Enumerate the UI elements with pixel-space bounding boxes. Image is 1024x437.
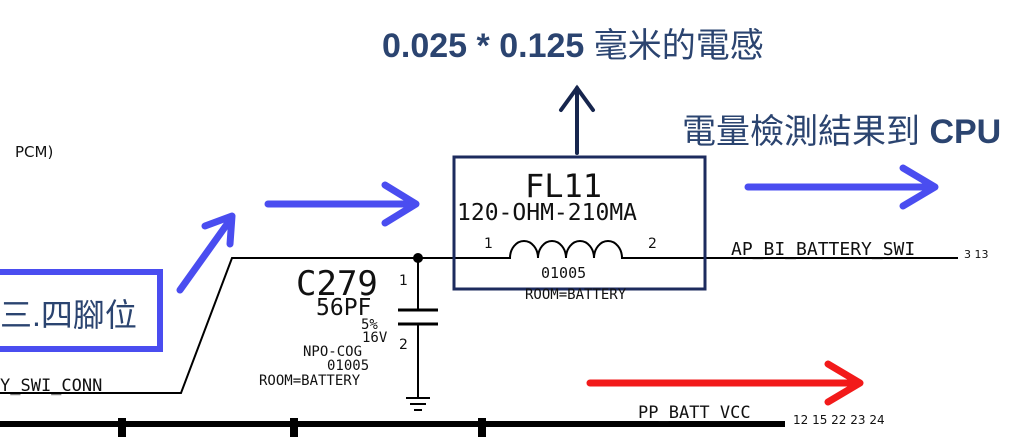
net-ap-bi: AP_BI_BATTERY_SWI [731,239,916,260]
pin-box [0,269,163,352]
arrow-blue-icon [176,212,236,294]
result-cpu: CPU [929,113,1002,151]
inductor-icon [455,240,704,259]
fl11-ref: FL11 [525,167,603,205]
fl11-pin1: 1 [484,236,493,252]
arrow-blue-right-1-icon [264,181,420,227]
c279-pin1: 1 [399,273,408,289]
net-pp-batt-pages: 12 15 22 23 24 [793,413,885,427]
result-annotation: 電量檢測結果到 CPU [682,104,1001,153]
arrow-blue-right-2-icon [744,164,939,210]
c279-tolerance: 5% [361,317,378,333]
net-pcm: PCM) [15,143,54,161]
net-pp-batt: PP_BATT_VCC [638,403,751,423]
fl11-package: 01005 [541,264,587,282]
title-value: 0.025 * 0.125 [382,27,585,65]
title-annotation: 0.025 * 0.125 毫米的電感 [382,18,764,67]
result-cjk: 電量檢測結果到 [682,113,920,151]
arrow-red-icon [586,360,864,406]
fl11-pin2: 2 [648,236,657,252]
fl11-highlight-box [452,155,707,291]
c279-dielectric: NPO-COG [303,344,363,360]
bus-taps [118,418,486,437]
junction-dot [413,253,423,263]
capacitor-icon [398,308,438,326]
pin-box-label: 三.四腳位 [0,297,137,333]
fl11-room: ROOM=BATTERY [525,287,627,303]
c279-value: 56PF [316,295,372,321]
c279-voltage: 16V [362,330,388,346]
c279-pin2: 2 [399,337,408,353]
fl11-value: 120-OHM-210MA [457,200,638,226]
net-ap-bi-pages: 3 13 [964,248,989,261]
title-cjk: 毫米的電感 [593,27,764,65]
ground-icon [406,397,430,411]
net-conn: Y_SWI_CONN [0,376,103,396]
wire-conn [0,257,455,394]
c279-ref: C279 [296,264,378,304]
c279-package: 01005 [327,358,370,374]
arrow-up-icon [559,84,595,155]
c279-room: ROOM=BATTERY [259,373,361,389]
